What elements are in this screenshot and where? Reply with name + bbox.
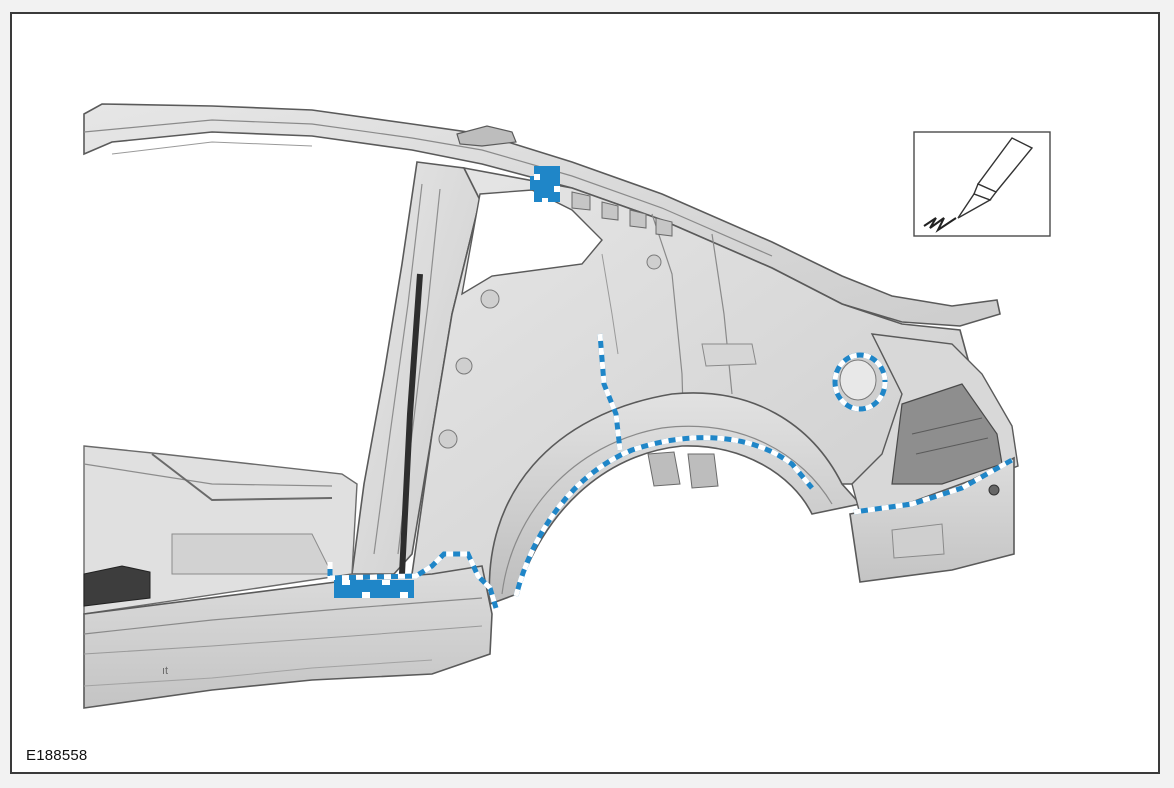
front-floor-area <box>83 445 358 615</box>
sealer-patch-sill <box>334 580 414 598</box>
rear-tail-section <box>833 333 1019 583</box>
figure-id-label: E188558 <box>26 747 88 764</box>
vehicle-body-side-diagram: ıt <box>83 103 1051 709</box>
sealer-application-lines <box>327 333 1014 609</box>
sill-marking-glyph: ıt <box>162 665 168 677</box>
sealer-patch-roof <box>530 166 560 202</box>
diagram-frame: ıt <box>10 12 1160 774</box>
rear-wheel-arch <box>488 392 862 606</box>
roof-rail <box>83 103 1001 327</box>
sealer-applicator-icon <box>913 131 1051 237</box>
b-pillar <box>351 161 481 575</box>
